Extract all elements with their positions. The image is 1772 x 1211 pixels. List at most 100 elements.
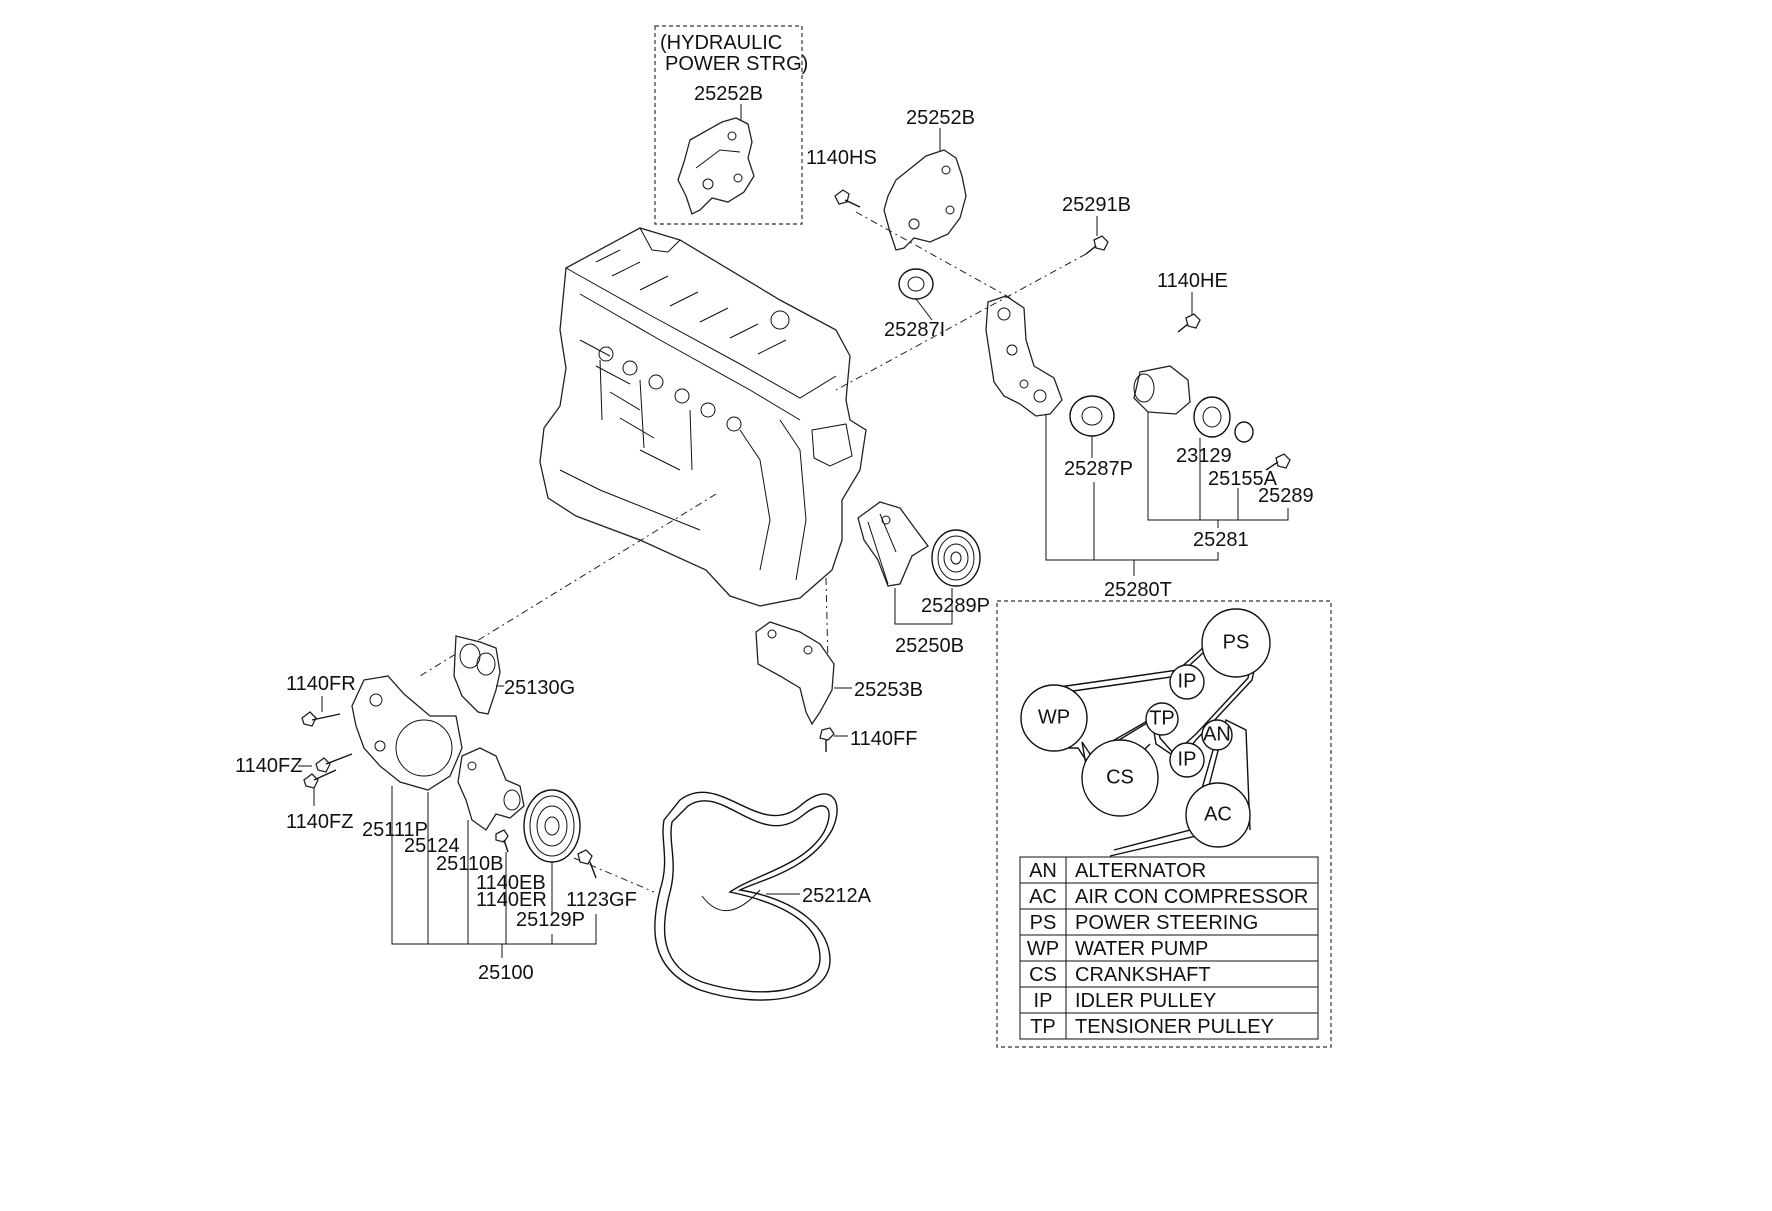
pulley-cs-icon bbox=[1081, 739, 1159, 817]
part-label-1140ER: 1140ER bbox=[476, 889, 547, 911]
part-label-25212A: 25212A bbox=[802, 885, 872, 907]
water-pump-housing-25111P bbox=[351, 675, 463, 791]
part-label-25124: 25124 bbox=[404, 835, 460, 857]
part-label-25289P: 25289P bbox=[921, 595, 990, 617]
bolt-1123GF bbox=[577, 849, 597, 879]
part-label-25129P: 25129P bbox=[516, 909, 585, 931]
part-label-1140HE: 1140HE bbox=[1157, 270, 1228, 292]
legend-code: WP bbox=[1027, 938, 1059, 960]
bolt-1140HS bbox=[834, 189, 861, 208]
part-label-25130G: 25130G bbox=[504, 677, 575, 699]
part-label-25155A: 25155A bbox=[1208, 468, 1278, 490]
pulley-23129 bbox=[1193, 396, 1231, 438]
belt-routing-inset: PS IP WP TP AN IP CS AC AN ALTERNATOR AC bbox=[996, 600, 1332, 1048]
part-label-25252B-inset: 25252B bbox=[694, 83, 763, 105]
pulley-cs-label: CS bbox=[1106, 766, 1134, 788]
dash-leader-25291B bbox=[835, 253, 1087, 391]
part-label-1140EB: 1140EB bbox=[476, 872, 546, 894]
legend-name: IDLER PULLEY bbox=[1075, 990, 1216, 1012]
idler-pulley-25287P bbox=[1069, 395, 1115, 437]
part-label-25250B: 25250B bbox=[895, 635, 964, 657]
part-label-23129: 23129 bbox=[1176, 445, 1232, 467]
dash-leader-bracket bbox=[855, 211, 1015, 301]
legend-name: CRANKSHAFT bbox=[1075, 964, 1211, 986]
part-label-25253B: 25253B bbox=[854, 679, 923, 701]
part-label-1140FR: 1140FR bbox=[286, 673, 356, 695]
power-steering-bracket bbox=[883, 149, 967, 251]
tensioner-bracket-25280T bbox=[985, 295, 1063, 417]
pulley-ip2-icon bbox=[1169, 742, 1205, 778]
part-label-1140HS: 1140HS bbox=[806, 147, 877, 169]
part-label-25252B: 25252B bbox=[906, 107, 975, 129]
bracket-25250B bbox=[857, 501, 929, 587]
legend-name: TENSIONER PULLEY bbox=[1075, 1016, 1274, 1038]
part-label-25291B: 25291B bbox=[1062, 194, 1131, 216]
bolt-1140FR bbox=[301, 711, 341, 727]
legend-code: AN bbox=[1029, 860, 1057, 882]
pulley-wp-icon bbox=[1020, 684, 1088, 752]
legend-code: IP bbox=[1034, 990, 1053, 1012]
idler-pulley-25287I bbox=[898, 268, 934, 300]
bolt-1140FZ-a bbox=[315, 753, 353, 773]
part-label-25287P: 25287P bbox=[1064, 458, 1133, 480]
part-label-25110B: 25110B bbox=[436, 853, 503, 875]
pulley-ac-icon bbox=[1185, 782, 1251, 848]
legend-code: PS bbox=[1030, 912, 1057, 934]
bracket-25253B bbox=[755, 621, 835, 726]
pulley-25129P bbox=[523, 789, 581, 863]
gasket-25130G bbox=[453, 635, 501, 715]
part-label-25280T: 25280T bbox=[1104, 579, 1172, 601]
part-label-25287I: 25287I bbox=[884, 319, 945, 341]
legend-table: AN ALTERNATOR AC AIR CON COMPRESSOR PS P… bbox=[1019, 856, 1319, 1040]
legend-code: TP bbox=[1030, 1016, 1056, 1038]
pulley-ip1-icon bbox=[1169, 664, 1205, 700]
bolt-1140EB bbox=[495, 829, 509, 853]
legend-name: WATER PUMP bbox=[1075, 938, 1208, 960]
legend-code: CS bbox=[1029, 964, 1057, 986]
pulley-25289P bbox=[931, 529, 981, 587]
dust-cover-25155A bbox=[1234, 421, 1254, 443]
part-label-1140FZ-a: 1140FZ bbox=[235, 755, 302, 777]
part-label-1140FF: 1140FF bbox=[850, 728, 917, 750]
pulley-wp-label: WP bbox=[1038, 706, 1070, 728]
pulley-ip2-label: IP bbox=[1178, 748, 1197, 770]
pulley-an-icon bbox=[1201, 719, 1233, 751]
pulley-ps-label: PS bbox=[1223, 631, 1250, 653]
part-label-1140FZ-b: 1140FZ bbox=[286, 811, 353, 833]
hps-note-line1: (HYDRAULIC bbox=[660, 32, 782, 54]
bolt-25289 bbox=[1265, 453, 1291, 471]
power-steering-bracket-inset bbox=[677, 117, 755, 215]
part-label-25289: 25289 bbox=[1258, 485, 1314, 507]
dash-leader-25253B bbox=[825, 577, 829, 665]
part-label-1123GF: 1123GF bbox=[566, 889, 637, 911]
part-label-25100: 25100 bbox=[478, 962, 534, 984]
hps-note-line2: POWER STRG) bbox=[665, 53, 808, 75]
pulley-tp-label: TP bbox=[1149, 707, 1175, 729]
bolt-1140HE bbox=[1177, 313, 1201, 333]
pulley-tp-icon bbox=[1145, 702, 1179, 736]
part-label-25111P: 25111P bbox=[362, 819, 428, 841]
bolt-25291B bbox=[1085, 235, 1109, 255]
pulley-an-label: AN bbox=[1203, 723, 1231, 745]
leader-25250B bbox=[894, 588, 953, 625]
water-pump-25110B bbox=[457, 747, 525, 831]
hps-bracket-inset: (HYDRAULIC POWER STRG) 25252B bbox=[654, 25, 808, 225]
bolt-1140FF bbox=[819, 727, 835, 752]
pulley-ac-label: AC bbox=[1204, 803, 1232, 825]
serpentine-belt-25212A bbox=[654, 791, 838, 1001]
legend-name: ALTERNATOR bbox=[1075, 860, 1206, 882]
leader-25100 bbox=[391, 786, 597, 958]
legend-code: AC bbox=[1029, 886, 1057, 908]
dash-leader-crank bbox=[573, 857, 655, 893]
legend-name: AIR CON COMPRESSOR bbox=[1075, 886, 1308, 908]
legend-name: POWER STEERING bbox=[1075, 912, 1258, 934]
leader-25280T bbox=[1045, 414, 1219, 576]
pulley-ps-icon bbox=[1201, 608, 1271, 678]
engine-block bbox=[539, 227, 867, 607]
tensioner-25281 bbox=[1133, 365, 1191, 415]
pulley-ip1-label: IP bbox=[1178, 670, 1197, 692]
bolt-1140FZ-b bbox=[303, 769, 337, 789]
leader-25281 bbox=[1147, 412, 1289, 528]
part-label-25281: 25281 bbox=[1193, 529, 1249, 551]
